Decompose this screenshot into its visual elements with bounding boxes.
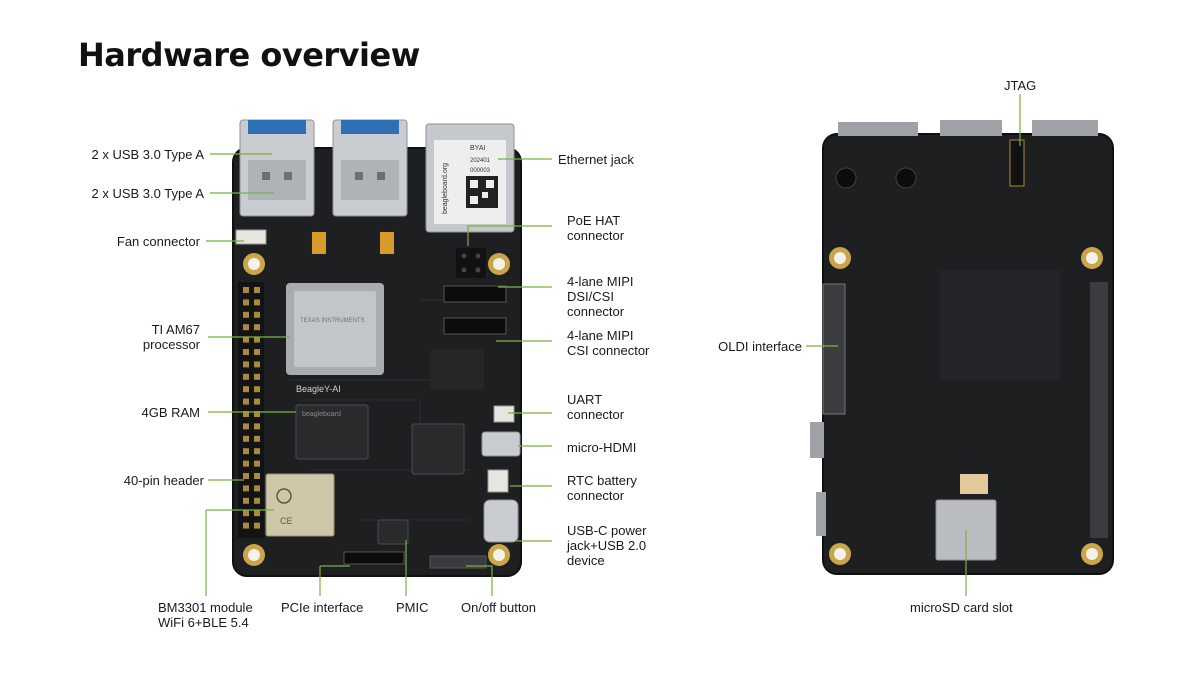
pmic-chip [377, 519, 409, 545]
uart-connector [493, 405, 515, 423]
header-pin [243, 336, 249, 343]
poe-header [456, 248, 486, 278]
header-pin [243, 460, 249, 467]
header-pin [243, 361, 249, 368]
label-microsd: microSD card slot [910, 600, 1013, 615]
mounting-holes-back [829, 247, 1103, 565]
header-pin [243, 473, 249, 479]
power-button [429, 555, 487, 569]
mipi-csi-connector [443, 317, 507, 335]
soc-processor: TEXAS INSTRUMENTS [286, 283, 384, 375]
header-pin [243, 299, 249, 306]
header-pin [254, 522, 260, 529]
header-pin [243, 510, 249, 517]
label-pcie: PCIe interface [281, 600, 364, 615]
header-pin [254, 349, 260, 355]
fan-connector [235, 229, 267, 245]
header-pin [254, 336, 260, 343]
svg-text:CE: CE [280, 516, 293, 526]
header-pin [243, 349, 249, 355]
label-oldi: OLDI interface [718, 339, 802, 354]
header-pin [254, 398, 260, 405]
ram-chip: beagleboard [295, 404, 369, 460]
header-pin [254, 287, 260, 293]
header-pin [254, 448, 260, 455]
label-usb-bottom: 2 x USB 3.0 Type A [91, 186, 205, 201]
rtc-connector [487, 469, 509, 493]
header-pin [254, 497, 260, 504]
header-pin [254, 473, 260, 479]
usb-c-port [483, 499, 519, 543]
header-pin [243, 398, 249, 405]
header-pin [243, 448, 249, 455]
label-gpio-header: 40-pin header [123, 473, 204, 488]
header-pin [243, 373, 249, 380]
label-ram: 4GB RAM [141, 405, 200, 420]
board-front: beagleboard.org BYAI 202401 000003 TEXAS… [232, 119, 522, 577]
gpio-header [238, 282, 264, 538]
header-pin [254, 299, 260, 306]
header-pin [254, 311, 260, 318]
label-micro-hdmi: micro-HDMI [567, 440, 637, 455]
jtag-header [1009, 139, 1025, 187]
header-pin [254, 510, 260, 517]
micro-hdmi-port [481, 431, 521, 457]
board-model-silkscreen: BeagleY-AI [296, 384, 341, 394]
header-pin [243, 435, 249, 442]
header-pin [243, 324, 249, 331]
ethernet-label-serial-b: 202401 [470, 158, 491, 164]
header-pin [243, 311, 249, 318]
label-pmic: PMIC [396, 600, 429, 615]
header-pin [243, 485, 249, 492]
soc-marking: TEXAS INSTRUMENTS [300, 318, 365, 324]
header-pin [243, 287, 249, 293]
pcie-connector [343, 551, 405, 565]
header-pin [254, 460, 260, 467]
label-fan-connector: Fan connector [116, 234, 200, 249]
header-pin [254, 373, 260, 380]
ethernet-jack: beagleboard.org BYAI 202401 000003 [425, 123, 515, 233]
header-pin [254, 324, 260, 331]
label-usb-top: 2 x USB 3.0 Type A [91, 147, 205, 162]
header-pin [254, 423, 260, 430]
header-pin [254, 386, 260, 393]
label-ethernet: Ethernet jack [558, 152, 634, 167]
header-pin [243, 497, 249, 504]
header-pin [254, 411, 260, 417]
header-pin [243, 386, 249, 393]
page-title: Hardware overview [78, 36, 420, 74]
usb-port-right [332, 119, 408, 217]
ram-marking: beagleboard [302, 411, 341, 418]
ethernet-label-serial-a: BYAI [470, 145, 485, 152]
label-onoff: On/off button [461, 600, 536, 615]
header-pin [254, 485, 260, 492]
ethernet-label-serial-c: 000003 [470, 168, 491, 174]
ethernet-label-brand: beagleboard.org [442, 163, 449, 214]
header-pin [243, 423, 249, 430]
leader-lines [205, 94, 1021, 596]
header-pin [243, 411, 249, 417]
wifi-module: CE [265, 473, 335, 537]
mipi-dsi-connector [443, 285, 507, 303]
mounting-holes [243, 253, 510, 566]
header-pin [243, 522, 249, 529]
usb-port-left [239, 119, 315, 217]
header-pin [254, 435, 260, 442]
oldi-connector [822, 283, 846, 415]
header-pin [254, 361, 260, 368]
board-back [810, 120, 1114, 575]
label-jtag: JTAG [1004, 78, 1037, 93]
